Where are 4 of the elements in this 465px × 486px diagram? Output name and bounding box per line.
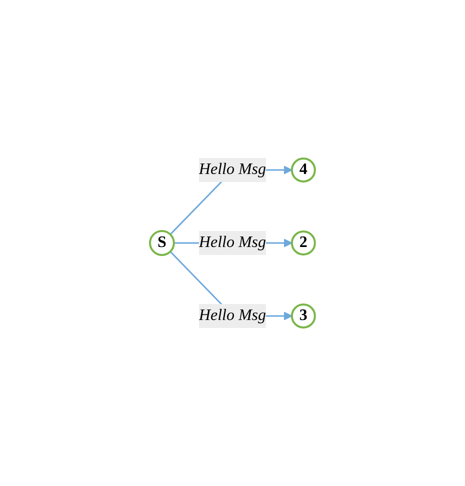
node-circle: 2 bbox=[290, 230, 316, 256]
node-circle: 4 bbox=[290, 158, 316, 182]
node-circle: 3 bbox=[290, 304, 316, 328]
node-circle: S bbox=[149, 230, 175, 256]
